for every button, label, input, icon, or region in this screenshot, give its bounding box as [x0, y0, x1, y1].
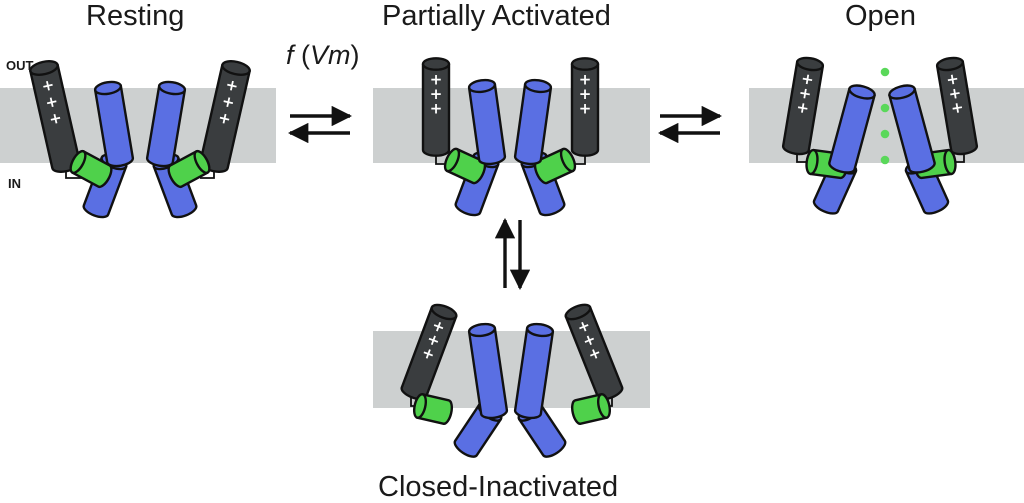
pore-helix-upper	[145, 80, 187, 168]
gating-charge-plus: +	[419, 343, 437, 364]
gating-charge-plus: +	[224, 75, 240, 95]
gating-charge-plus: +	[945, 69, 960, 89]
gating-charge-plus: +	[40, 75, 56, 95]
voltage-sensor-helix: +++	[421, 57, 451, 157]
membrane-outside-label: OUT	[6, 58, 34, 73]
gating-charge-plus: +	[797, 83, 812, 103]
gating-charge-plus: +	[800, 69, 815, 89]
state-title-open: Open	[845, 0, 916, 32]
gating-charge-plus: +	[220, 92, 236, 112]
state-title-partially-activated: Partially Activated	[382, 0, 611, 32]
rate-function-symbol: f	[286, 40, 294, 70]
s4-s5-linker	[570, 393, 612, 425]
gating-charge-plus: +	[580, 329, 598, 350]
rate-close-paren: )	[350, 40, 360, 70]
gating-charge-plus: +	[575, 316, 593, 337]
channel-resting: ++++++	[29, 60, 251, 219]
gating-charge-plus: +	[430, 316, 448, 337]
membrane-inside-label: IN	[8, 176, 21, 191]
pore-helix-upper	[93, 80, 135, 168]
s4-s5-linker	[69, 149, 113, 189]
pore-helix-upper	[467, 322, 509, 420]
gating-charge-plus: +	[430, 85, 443, 103]
gating-charge-plus: +	[795, 98, 810, 118]
gating-charge-plus: +	[579, 100, 592, 118]
pore-helix-upper	[828, 84, 876, 174]
pore-helix-upper	[467, 78, 507, 166]
s4-s5-linker	[443, 147, 487, 185]
membrane-partially-activated	[373, 88, 650, 163]
rate-vm-symbol: Vm	[310, 40, 351, 70]
pore-helix-upper	[513, 78, 553, 166]
gating-charge-plus: +	[424, 329, 442, 350]
voltage-sensor-helix: +++	[781, 56, 825, 156]
permeant-ion	[880, 129, 890, 139]
gating-charge-plus: +	[430, 100, 443, 118]
rate-open-paren: (	[301, 40, 311, 70]
pore-helix-upper	[513, 322, 555, 420]
permeant-ion	[880, 103, 890, 113]
voltage-dependent-rate-label: f (Vm)	[286, 42, 360, 69]
gating-charge-plus: +	[216, 108, 232, 128]
state-title-closed-inactivated: Closed-Inactivated	[378, 471, 619, 503]
gating-charge-plus: +	[950, 98, 965, 118]
gating-charge-plus: +	[47, 108, 63, 128]
state-title-resting: Resting	[86, 0, 185, 32]
gating-charge-plus: +	[430, 70, 443, 88]
permeant-ion	[880, 67, 890, 77]
voltage-sensor-helix: +++	[199, 60, 251, 173]
gating-charge-plus: +	[947, 83, 962, 103]
gating-charge-plus: +	[44, 92, 60, 112]
gating-charge-plus: +	[579, 70, 592, 88]
gating-charge-plus: +	[585, 343, 603, 364]
channel-closed-inactivated: ++++++	[400, 303, 624, 458]
permeant-ion	[880, 155, 890, 165]
channel-open: ++++++	[781, 56, 979, 215]
voltage-sensor-helix: +++	[935, 56, 979, 156]
s4-s5-linker	[412, 393, 454, 425]
voltage-sensor-helix: +++	[570, 57, 600, 157]
channel-partially-activated: ++++++	[421, 57, 600, 217]
pore-helix-upper	[888, 84, 936, 174]
gating-charge-plus: +	[579, 85, 592, 103]
